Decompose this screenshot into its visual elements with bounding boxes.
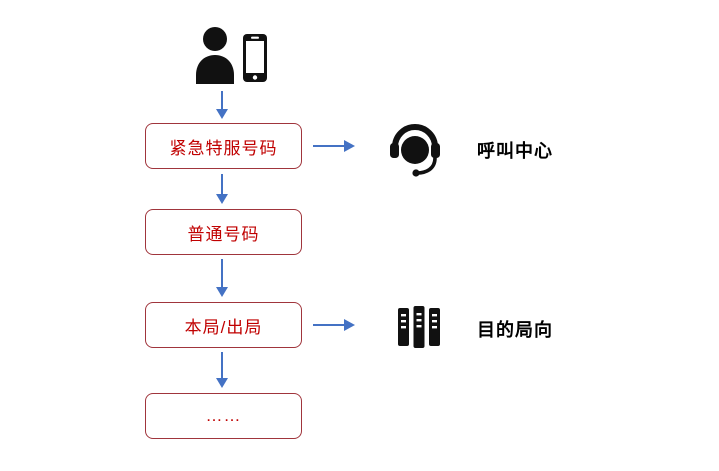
servers-icon (398, 306, 440, 348)
arrow-right-icon (313, 138, 355, 154)
flow-box-label: 普通号码 (187, 224, 260, 244)
flow-box-local-outgoing: 本局/出局 (145, 302, 302, 348)
destination-office-label: 目的局向 (477, 320, 553, 340)
smartphone-icon (243, 34, 267, 82)
arrow-right-icon (313, 317, 355, 333)
flow-box-label: 本局/出局 (184, 317, 263, 337)
call-center-headset-icon (390, 124, 440, 177)
flow-box-label: 紧急特服号码 (169, 138, 278, 158)
flow-box-ellipsis: …… (145, 393, 302, 439)
arrow-down-icon (214, 91, 230, 119)
arrow-down-icon (214, 352, 230, 388)
call-center-label: 呼叫中心 (477, 141, 553, 161)
flow-box-label: …… (205, 406, 242, 425)
person-icon (196, 27, 234, 84)
arrow-down-icon (214, 174, 230, 204)
flow-box-ordinary-number: 普通号码 (145, 209, 302, 255)
arrow-down-icon (214, 259, 230, 297)
caller-icons (191, 26, 268, 84)
flow-box-emergency-service-number: 紧急特服号码 (145, 123, 302, 169)
